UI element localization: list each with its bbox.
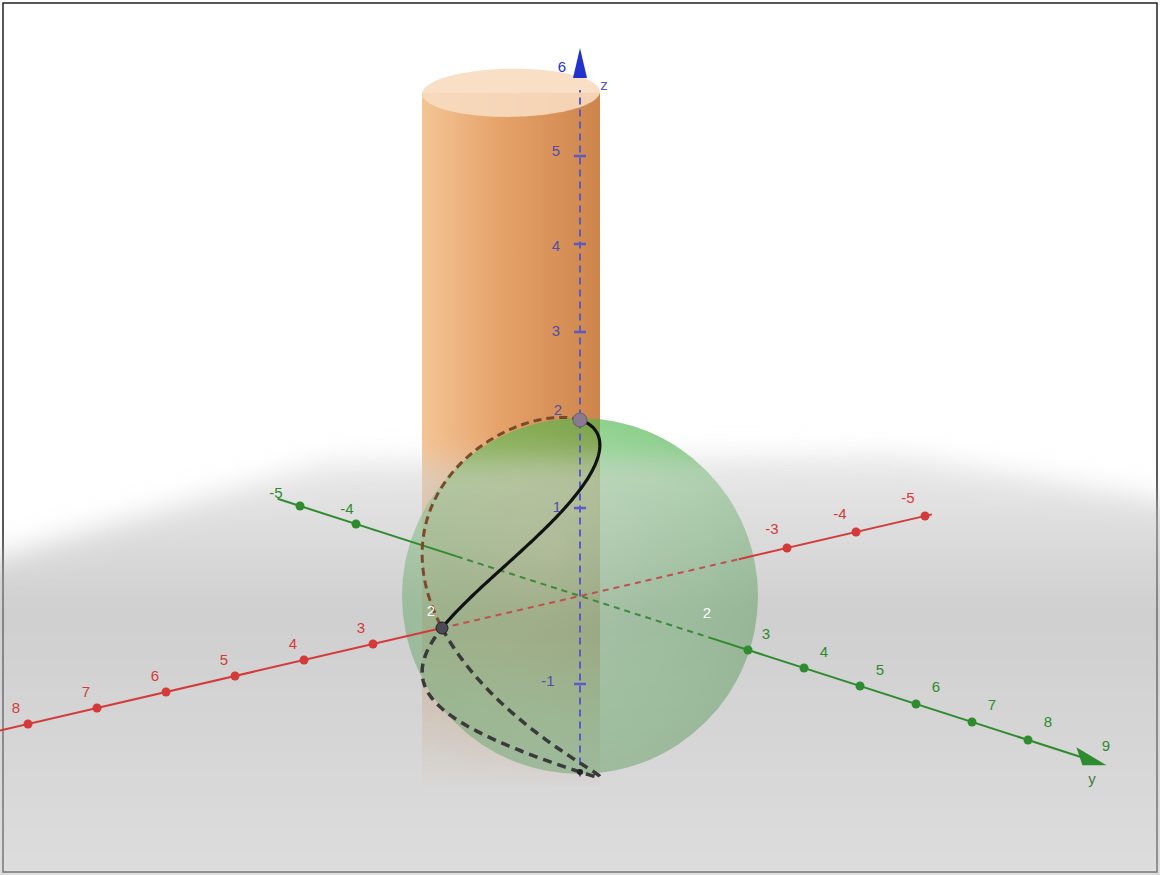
z-axis: [579, 90, 581, 776]
tick-label: 2: [554, 402, 562, 417]
tick-label: 3: [552, 323, 560, 338]
z-tick: [574, 243, 586, 246]
tick-label: 9: [1102, 738, 1110, 753]
y-tick-dot: [968, 718, 977, 727]
y-tick-dot: [800, 664, 809, 673]
point: [573, 413, 587, 427]
y-axis-hidden: [457, 556, 709, 637]
tick-label: 3: [357, 620, 365, 635]
z-arrow: [573, 48, 587, 78]
axis-max: 6: [558, 59, 566, 74]
y-tick-dot: [856, 682, 865, 691]
z-tick: [574, 683, 586, 686]
x-tick-dot: [162, 688, 171, 697]
y-tick-dot: [1024, 736, 1033, 745]
tick-label: -4: [833, 506, 846, 521]
tick-label: 6: [151, 668, 159, 683]
curve-lower: [442, 628, 600, 777]
tick-label: 4: [820, 644, 828, 659]
curve-lower: [422, 630, 580, 772]
z-tick: [574, 155, 586, 158]
y-tick-dot: [296, 502, 305, 511]
tick-label: 4: [289, 636, 297, 651]
x-tick-dot: [300, 656, 309, 665]
z-tick: [574, 331, 586, 334]
tick-label: 6: [932, 679, 940, 694]
tick-label: 5: [220, 652, 228, 667]
x-axis: [739, 514, 932, 559]
axis-name: z: [600, 77, 608, 92]
y-axis: [709, 637, 1084, 758]
tick-label: 2: [703, 605, 711, 620]
tick-label: -4: [340, 501, 353, 516]
tick-label: 5: [552, 143, 560, 158]
z-tick: [574, 507, 586, 510]
tick-label: 3: [762, 626, 770, 641]
y-tick-dot: [744, 646, 753, 655]
tick-label: 5: [876, 662, 884, 677]
point: [577, 769, 583, 775]
x-tick-dot: [921, 512, 930, 521]
x-axis: [0, 628, 442, 734]
curve-hidden: [422, 417, 580, 625]
tick-label: 4: [552, 238, 560, 253]
x-tick-dot: [783, 544, 792, 553]
x-tick-dot: [231, 672, 240, 681]
tick-label: 8: [1044, 714, 1052, 729]
y-tick-dot: [352, 520, 361, 529]
curve-visible: [442, 420, 600, 628]
point: [436, 622, 448, 634]
tick-label: -5: [901, 490, 914, 505]
tick-label: 2: [427, 603, 435, 618]
axis-name: y: [1088, 771, 1096, 786]
tick-label: 1: [553, 499, 561, 514]
tick-label: 7: [988, 697, 996, 712]
tick-label: -3: [765, 521, 778, 536]
x-tick-dot: [24, 720, 33, 729]
x-tick-dot: [93, 704, 102, 713]
x-axis-hidden: [442, 559, 739, 628]
tick-label: 7: [82, 684, 90, 699]
x-tick-dot: [852, 528, 861, 537]
x-tick-dot: [369, 640, 378, 649]
y-tick-dot: [912, 700, 921, 709]
tick-label: -1: [541, 673, 554, 688]
tick-label: -5: [269, 485, 282, 500]
cylinder-top: [422, 69, 600, 117]
tick-label: 8: [12, 700, 20, 715]
